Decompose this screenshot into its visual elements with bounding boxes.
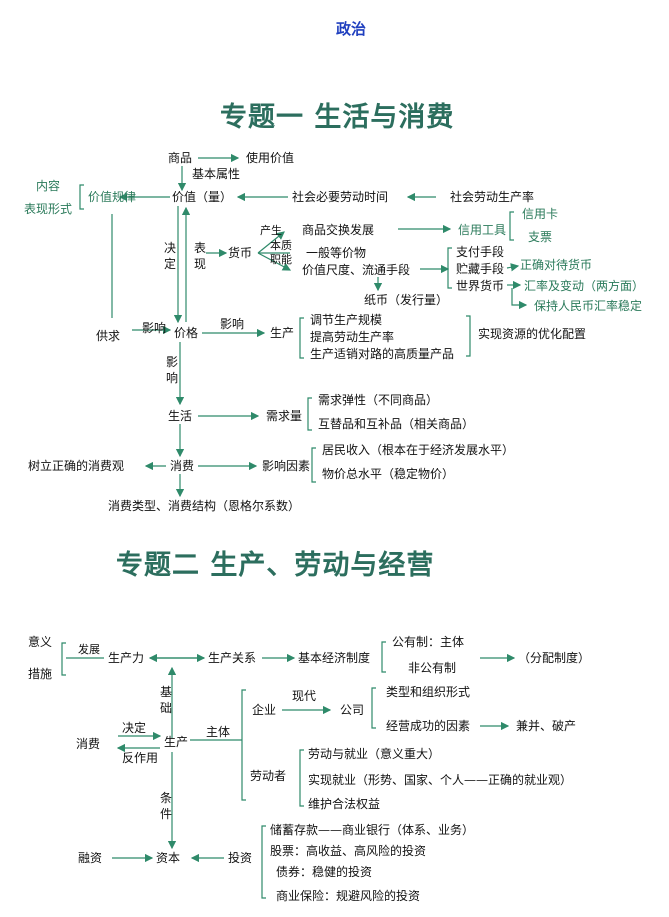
factors-label: 影响因素 xyxy=(262,459,311,473)
storage-label: 贮藏手段 xyxy=(456,262,505,276)
insurance-label: 商业保险：规避风险的投资 xyxy=(276,889,421,903)
rmb-stable-label: 保持人民币汇率稳定 xyxy=(534,299,643,313)
content-label: 内容 xyxy=(36,179,61,193)
influence-label-2: 影响 xyxy=(220,317,245,331)
adjust-scale-label: 调节生产规模 xyxy=(310,313,383,327)
origin-label: 产生 xyxy=(260,224,282,237)
correct-view-label: 树立正确的消费观 xyxy=(28,459,125,473)
decide-label-2: 决定 xyxy=(122,721,147,735)
raise-productivity-label: 提高劳动生产率 xyxy=(310,330,395,344)
types-forms-label: 类型和组织形式 xyxy=(386,685,471,699)
consumption-label-2: 消费 xyxy=(76,737,101,751)
social-productivity-label: 社会劳动生产率 xyxy=(450,190,535,204)
meaning-label: 意义 xyxy=(28,635,53,649)
page-heading: 政治 xyxy=(336,20,367,38)
consumption-types-label: 消费类型、消费结构（恩格尔系数） xyxy=(108,499,301,513)
rights-label: 维护合法权益 xyxy=(308,797,381,811)
public-label: 公有制：主体 xyxy=(392,635,465,649)
paper-money-label: 纸币（发行量） xyxy=(364,293,449,307)
use-value-label: 使用价值 xyxy=(246,151,295,165)
topic2-title: 专题二 生产、劳动与经营 xyxy=(116,550,435,581)
modern-label: 现代 xyxy=(292,689,317,703)
success-factors-label: 经营成功的因素 xyxy=(386,719,471,733)
merger-label: 兼并、破产 xyxy=(516,719,577,733)
law-of-value-label: 价值规律 xyxy=(88,190,137,204)
relations-label: 生产关系 xyxy=(208,651,257,665)
correct-money-label: 正确对待货币 xyxy=(520,258,593,272)
development-label: 发展 xyxy=(78,643,100,656)
substitutes-label: 互替品和互补品（相关商品） xyxy=(318,417,475,431)
value-measure-label: 价值尺度、流通手段 xyxy=(302,263,411,277)
express-label: 表现 xyxy=(194,241,207,271)
world-money-label: 世界货币 xyxy=(456,279,505,293)
company-label: 公司 xyxy=(340,703,365,717)
general-equiv-label: 一般等价物 xyxy=(306,246,367,260)
influence-label-1: 影响 xyxy=(142,321,167,335)
exchange-rate-label: 汇率及变动（两方面） xyxy=(524,279,645,293)
counter-label: 反作用 xyxy=(122,751,159,765)
exchange-dev-label: 商品交换发展 xyxy=(302,223,375,237)
check-label: 支票 xyxy=(528,230,553,244)
employment-label: 劳动与就业（意义重大） xyxy=(308,747,441,761)
currency-label: 货币 xyxy=(228,246,253,260)
price-level-label: 物价总水平（稳定物价） xyxy=(322,467,455,481)
laborer-label: 劳动者 xyxy=(250,769,287,783)
enterprise-label: 企业 xyxy=(252,703,277,717)
condition-label: 条件 xyxy=(160,791,173,821)
value-label: 价值（量） xyxy=(172,190,233,204)
decide-label: 决定 xyxy=(164,241,177,271)
financing-label: 融资 xyxy=(78,851,103,865)
credit-tool-label: 信用工具 xyxy=(458,223,507,237)
basic-attr-label: 基本属性 xyxy=(192,167,241,181)
form-label: 表现形式 xyxy=(24,202,73,216)
stocks-label: 股票：高收益、高风险的投资 xyxy=(270,844,427,858)
bonds-label: 债券：稳健的投资 xyxy=(276,865,373,879)
basic-system-label: 基本经济制度 xyxy=(298,651,371,665)
demand-label: 需求量 xyxy=(266,409,303,423)
life-label: 生活 xyxy=(168,409,193,423)
price-label: 价格 xyxy=(174,326,199,340)
social-labor-time-label: 社会必要劳动时间 xyxy=(292,190,389,204)
capital-label: 资本 xyxy=(156,851,181,865)
goods-label: 商品 xyxy=(168,151,193,165)
income-label: 居民收入（根本在于经济发展水平） xyxy=(322,443,515,457)
payment-label: 支付手段 xyxy=(456,245,505,259)
consumption-label: 消费 xyxy=(170,459,195,473)
credit-card-label: 信用卡 xyxy=(522,207,559,221)
foundation-label: 基础 xyxy=(160,685,173,715)
production-label-2: 生产 xyxy=(164,735,189,749)
optimize-label: 实现资源的优化配置 xyxy=(478,327,587,341)
subject-label: 主体 xyxy=(206,725,231,739)
function-label: 职能 xyxy=(270,253,292,266)
distribution-label: （分配制度） xyxy=(518,651,591,665)
influence-label-3: 影响 xyxy=(166,355,179,385)
essence-label: 本质 xyxy=(270,239,292,252)
elasticity-label: 需求弹性（不同商品） xyxy=(318,393,439,407)
productive-forces-label: 生产力 xyxy=(108,651,145,665)
topic1-title: 专题一 生活与消费 xyxy=(220,102,455,133)
quality-products-label: 生产适销对路的高质量产品 xyxy=(310,347,455,361)
nonpublic-label: 非公有制 xyxy=(408,661,457,675)
realize-employment-label: 实现就业（形势、国家、个人——正确的就业观） xyxy=(308,773,573,787)
supply-demand-label: 供求 xyxy=(96,329,121,343)
savings-label: 储蓄存款——商业银行（体系、业务） xyxy=(270,823,475,837)
investment-label: 投资 xyxy=(228,851,253,865)
measures-label: 措施 xyxy=(28,667,53,681)
production-label: 生产 xyxy=(270,326,295,340)
